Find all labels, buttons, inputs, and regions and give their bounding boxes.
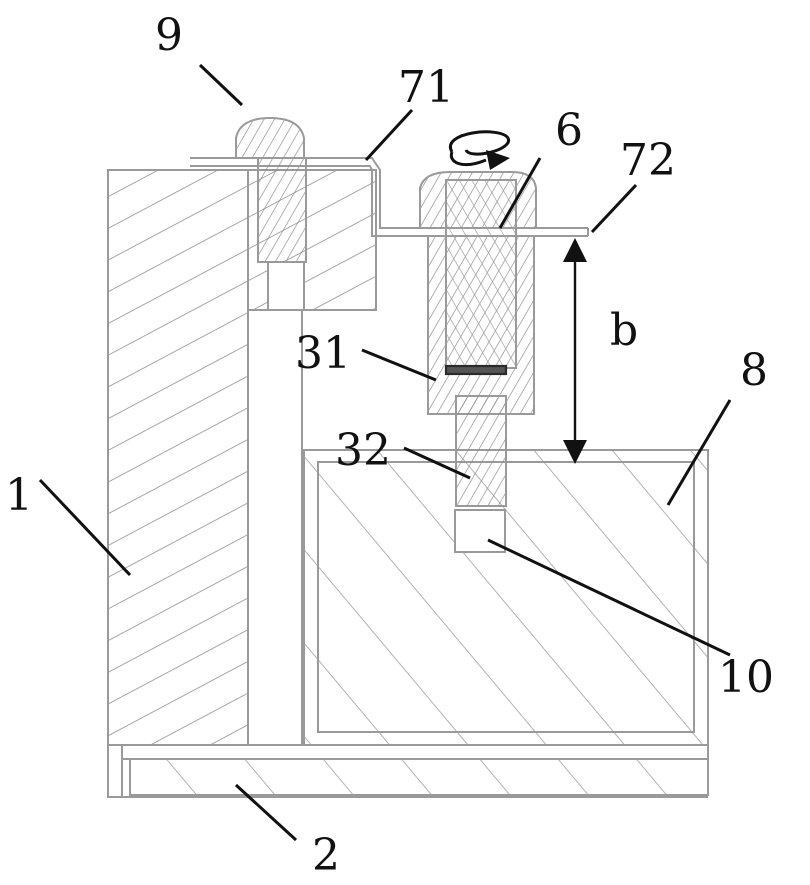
label-31: 31 — [295, 328, 351, 379]
label-72: 72 — [620, 135, 676, 186]
label-71: 71 — [398, 62, 454, 113]
leader-72 — [592, 185, 636, 232]
label-6: 6 — [555, 105, 583, 156]
label-8: 8 — [740, 345, 768, 396]
label-32: 32 — [335, 425, 391, 476]
label-1: 1 — [5, 470, 33, 521]
label-10: 10 — [718, 652, 774, 703]
part-1-frame — [108, 170, 248, 797]
label-b: b — [610, 305, 638, 356]
leader-31 — [362, 350, 436, 380]
leader-9 — [200, 65, 242, 105]
part-6-bolt — [446, 180, 516, 374]
part-32-pin — [456, 396, 506, 506]
rotation-arrow-icon — [450, 132, 510, 170]
label-2: 2 — [312, 830, 340, 881]
label-9: 9 — [155, 10, 183, 61]
part-2-base-plate — [122, 745, 708, 797]
leader-71 — [366, 110, 412, 160]
